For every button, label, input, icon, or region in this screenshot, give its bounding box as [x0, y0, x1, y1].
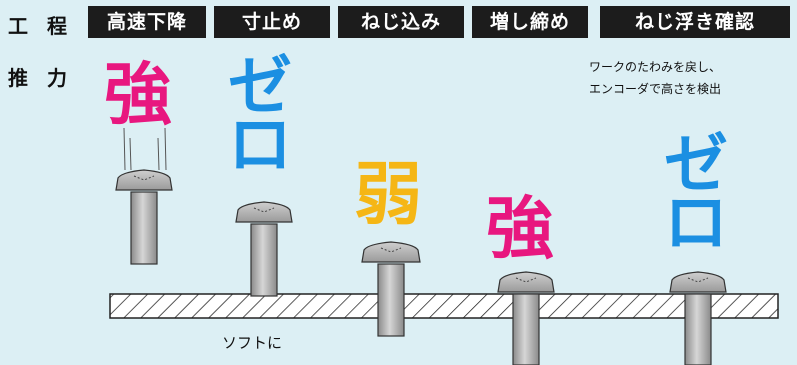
detection-note-line1: ワークのたわみを戻し、	[589, 60, 722, 74]
screw-1	[115, 169, 173, 265]
workpiece-plate	[109, 293, 779, 319]
thrust-row-label: 推 力	[8, 66, 73, 90]
process-row-label: 工 程	[8, 14, 73, 38]
step-retighten: 増し締め	[472, 6, 588, 38]
step-stop-short: 寸止め	[214, 6, 330, 38]
motion-lines	[123, 127, 167, 171]
step-float-check: ねじ浮き確認	[600, 6, 790, 38]
force-strong-1: 強	[104, 56, 173, 135]
screw-2	[235, 201, 293, 297]
force-weak: 弱	[354, 156, 423, 235]
force-strong-2: 強	[486, 190, 555, 269]
screw-3	[361, 241, 421, 337]
screw-5	[669, 271, 727, 365]
detection-note: ワークのたわみを戻し、 エンコーダで高さを検出	[589, 56, 789, 100]
force-zero-2: ゼロ	[664, 128, 728, 261]
step-screw-in: ねじ込み	[338, 6, 464, 38]
soft-caption: ソフトに	[222, 334, 283, 352]
step-high-speed-descent: 高速下降	[88, 6, 206, 38]
screw-4	[497, 271, 555, 365]
detection-note-line2: エンコーダで高さを検出	[589, 82, 722, 96]
force-zero-1: ゼロ	[228, 50, 292, 183]
